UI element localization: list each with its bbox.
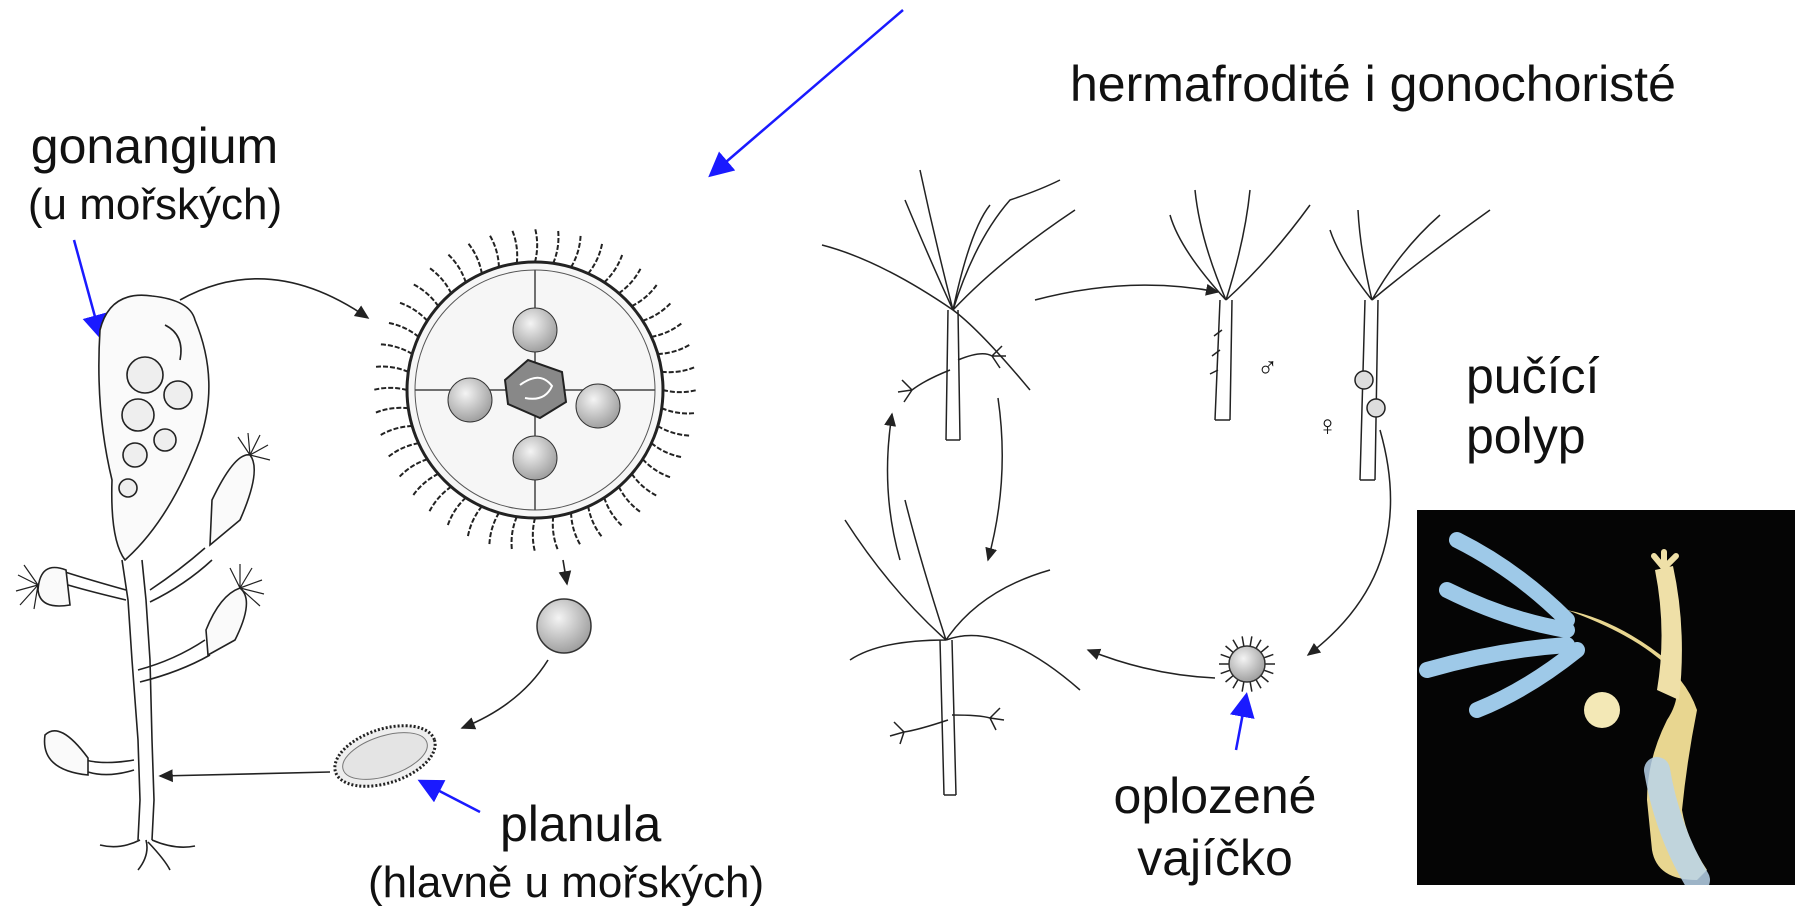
budding-label-line1: pučící — [1466, 348, 1599, 406]
medusa-tentacle — [468, 243, 482, 274]
medusa-tentacle — [413, 474, 439, 496]
medusa-tentacle — [553, 517, 558, 551]
medusa-tentacle — [651, 323, 682, 337]
medusa-tentacle — [413, 284, 439, 306]
medusa-tentacle — [571, 235, 581, 268]
medusa-tentacle — [535, 228, 537, 262]
egg-label-line2: vajíčko — [1100, 830, 1330, 888]
male-symbol: ♂ — [1257, 352, 1278, 384]
medusa-tentacle — [373, 388, 407, 390]
medusa-tentacle — [489, 513, 499, 546]
egg-spike — [1250, 636, 1252, 646]
planula-larva — [327, 714, 443, 797]
gonangium-blue-arrow — [74, 240, 100, 335]
planula-sublabel: (hlavně u mořských) — [368, 858, 764, 909]
egg-to-planula-arrow — [462, 660, 548, 728]
egg-spike — [1264, 654, 1273, 657]
medusa-tentacle — [619, 487, 641, 513]
egg-spike — [1226, 646, 1234, 652]
egg-spike — [1221, 670, 1230, 673]
medusa-tentacle — [388, 443, 419, 457]
medusa-tentacle — [588, 506, 602, 537]
egg-spike — [1233, 680, 1238, 689]
egg-spike — [1242, 636, 1244, 646]
medusa-tentacle — [375, 408, 409, 413]
hydra-photo-drawing — [1417, 510, 1795, 885]
budding-label-line2: polyp — [1466, 408, 1586, 466]
medusa-tentacle — [512, 230, 517, 264]
hydra-budding-top — [822, 170, 1075, 440]
hermaphrodite-label: hermafrodité i gonochoristé — [1070, 56, 1676, 114]
egg-label-line1: oplozené — [1100, 768, 1330, 826]
colony-to-medusa-arrow — [180, 279, 368, 318]
planula-label: planula — [500, 796, 661, 854]
medusa-tentacle — [571, 513, 581, 546]
medusa-tentacle — [447, 254, 465, 283]
fertilized-egg-left — [537, 599, 591, 653]
medusa-tentacle — [429, 487, 451, 513]
medusa-tentacle — [662, 367, 696, 372]
medusa-tentacle — [619, 268, 641, 294]
egg-spike — [1250, 682, 1252, 692]
hydra-cycle — [822, 170, 1490, 795]
egg-spike — [1226, 676, 1234, 682]
egg-spike — [1261, 646, 1269, 652]
medusa-tentacle — [632, 474, 658, 496]
egg-spike — [1261, 676, 1269, 682]
medusa-tentacle — [604, 498, 622, 527]
medusa-tentacle — [643, 302, 672, 320]
medusa-tentacle — [553, 230, 558, 264]
medusa-tentacle — [399, 459, 428, 477]
medusa-tentacle — [468, 506, 482, 537]
medusa-tentacle — [380, 344, 413, 354]
medusa-tentacle — [533, 518, 535, 552]
female-symbol: ♀ — [1317, 410, 1338, 442]
egg-spike — [1221, 654, 1230, 657]
medusa-tentacle — [651, 443, 682, 457]
egg-spike — [1242, 682, 1244, 692]
egg-spike — [1256, 640, 1261, 649]
medusa-tentacle — [663, 390, 697, 392]
hydroid-colony — [16, 295, 270, 870]
medusa-tentacle — [388, 323, 419, 337]
planula-to-colony-arrow — [160, 772, 330, 776]
egg-blue-arrow — [1236, 697, 1246, 750]
gonangium-label: gonangium — [22, 118, 287, 176]
medusa-tentacle — [375, 367, 409, 372]
medusa-tentacle — [512, 517, 517, 551]
medusa-tentacle — [658, 344, 691, 354]
medusa-tentacle — [632, 284, 658, 306]
medusa-to-egg-arrow — [563, 560, 567, 584]
hydra-bottom — [845, 500, 1080, 795]
egg-spike — [1264, 670, 1273, 673]
medusa-tentacle — [588, 243, 602, 274]
medusa — [373, 228, 697, 552]
medusa-tentacle — [643, 459, 672, 477]
gonangium-sublabel: (u mořských) — [10, 180, 300, 231]
medusa-tentacle — [662, 408, 696, 413]
budding-hydra-photo — [1417, 510, 1795, 885]
top-blue-arrow — [712, 10, 903, 174]
medusa-tentacle — [399, 302, 428, 320]
medusa-tentacle — [489, 235, 499, 268]
medusa-tentacle — [604, 254, 622, 283]
fertilized-egg-right — [1219, 636, 1275, 691]
egg-spike — [1233, 640, 1238, 649]
egg-spike — [1256, 680, 1261, 689]
medusa-tentacle — [429, 268, 451, 294]
medusa-tentacle — [447, 498, 465, 527]
planula-blue-arrow — [422, 782, 480, 812]
medusa-tentacle — [658, 426, 691, 436]
medusa-tentacle — [380, 426, 413, 436]
